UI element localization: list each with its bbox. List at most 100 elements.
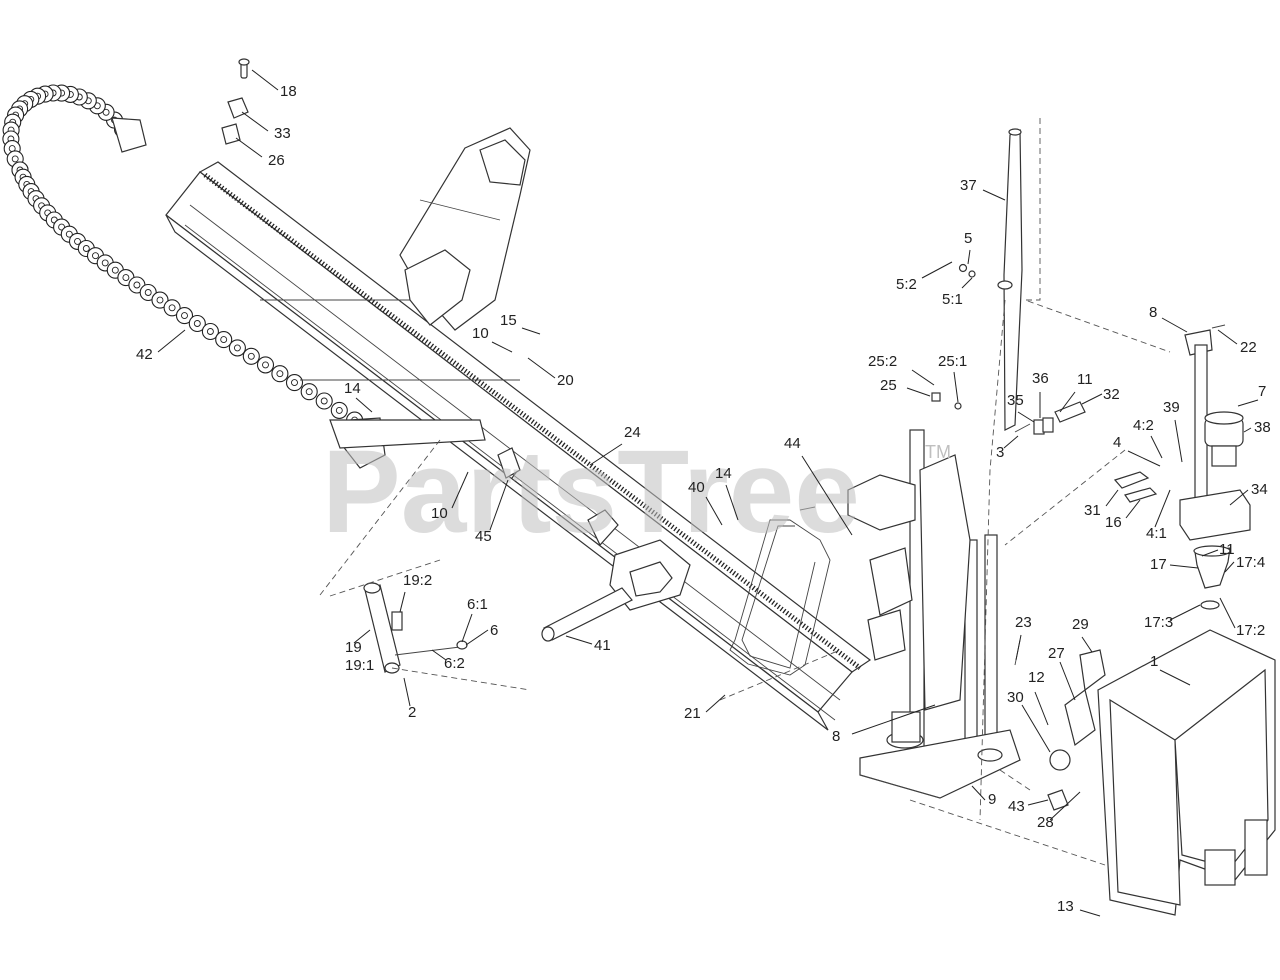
hub-17 xyxy=(1193,545,1231,610)
callout-leader-line xyxy=(1219,597,1236,629)
callout-leader-line xyxy=(1174,419,1183,463)
callout-leader-line xyxy=(431,649,447,661)
callout-label: 19 xyxy=(345,639,362,656)
callout-label: 28 xyxy=(1037,814,1054,831)
callout-label: 6 xyxy=(490,622,498,639)
callout-label: 10 xyxy=(431,505,448,522)
hardware-25 xyxy=(931,392,962,410)
callout-label: 17:4 xyxy=(1236,554,1265,571)
pin-41 xyxy=(541,587,633,642)
callout-leader-line xyxy=(967,249,971,265)
callout-label: 19:2 xyxy=(403,572,432,589)
callout-label: 37 xyxy=(960,177,977,194)
callout-leader-line xyxy=(1159,669,1191,686)
callout-label: 11 xyxy=(1077,371,1093,388)
callout-leader-line xyxy=(403,677,411,707)
callout-label: 43 xyxy=(1008,798,1025,815)
callout-leader-line xyxy=(982,189,1006,201)
callout-leader-line xyxy=(491,341,513,353)
callout-label: 34 xyxy=(1251,481,1268,498)
callout-label: 12 xyxy=(1028,669,1045,686)
callout-label: 1 xyxy=(1150,653,1158,670)
cylinder-19 xyxy=(363,582,468,674)
callout-label: 8 xyxy=(1149,304,1157,321)
callout-label: 22 xyxy=(1240,339,1257,356)
valve-group xyxy=(1014,639,1106,811)
callout-leader-line xyxy=(451,471,469,509)
callout-label: 4:1 xyxy=(1146,525,1167,542)
bracket-45 xyxy=(497,447,521,479)
callout-label: 39 xyxy=(1163,399,1180,416)
rail-support-block xyxy=(609,539,691,611)
cable-carrier-chain xyxy=(2,84,386,469)
callout-leader-line xyxy=(921,261,953,279)
callout-label: 5:2 xyxy=(896,276,917,293)
callout-leader-line xyxy=(1125,499,1141,519)
callout-label: 30 xyxy=(1007,689,1024,706)
callout-leader-line xyxy=(1021,704,1051,753)
callout-label: 33 xyxy=(274,125,291,142)
callout-leader-line xyxy=(157,329,186,353)
callout-label: 16 xyxy=(1105,514,1122,531)
callout-label: 25 xyxy=(880,377,897,394)
callout-leader-line xyxy=(461,613,473,643)
guard-handle xyxy=(729,506,831,676)
callout-label: 24 xyxy=(624,424,641,441)
callout-label: 31 xyxy=(1084,502,1101,519)
watermark-tm: TM xyxy=(925,442,951,462)
callout-leader-line xyxy=(906,387,931,397)
callout-label: 17:2 xyxy=(1236,622,1265,639)
callout-leader-line xyxy=(851,704,936,735)
callout-leader-line xyxy=(1127,450,1161,467)
callout-label: 5 xyxy=(964,230,972,247)
callout-leader-line xyxy=(705,496,723,526)
callout-label: 14 xyxy=(344,380,361,397)
callout-leader-line xyxy=(1059,391,1076,413)
callout-label: 21 xyxy=(684,705,701,722)
callout-leader-line xyxy=(1161,317,1188,333)
callout-leader-line xyxy=(1081,636,1093,653)
right-column xyxy=(1184,324,1226,506)
callout-leader-line xyxy=(971,785,986,801)
callout-leader-line xyxy=(1169,564,1199,569)
callout-leader-line xyxy=(725,484,739,521)
callout-leader-line xyxy=(241,111,269,132)
callout-leader-line xyxy=(961,277,973,289)
callout-leader-line xyxy=(705,694,726,713)
callout-leader-line xyxy=(1027,799,1049,806)
callout-leader-line xyxy=(521,327,541,335)
callout-label: 13 xyxy=(1057,898,1074,915)
callout-leader-line xyxy=(527,357,556,379)
watermark: PartsTree xyxy=(322,426,860,558)
callout-label: 14 xyxy=(715,465,732,482)
callout-leader-line xyxy=(251,69,279,91)
callout-leader-line xyxy=(1237,399,1259,407)
drill-mast-frame xyxy=(847,429,1021,799)
callout-label: 45 xyxy=(475,528,492,545)
hardware-5 xyxy=(958,263,976,278)
shield-hood xyxy=(1097,629,1276,916)
callout-label: 9 xyxy=(988,791,996,808)
callout-label: 25:1 xyxy=(938,353,967,370)
callout-leader-line xyxy=(1059,661,1076,701)
callout-label: 18 xyxy=(280,83,297,100)
callout-leader-line xyxy=(1169,604,1201,621)
callout-leader-line xyxy=(1229,489,1249,506)
callout-label: 32 xyxy=(1103,386,1120,403)
callout-leader-line xyxy=(1243,427,1252,433)
callout-label: 26 xyxy=(268,152,285,169)
callout-leader-line xyxy=(911,369,935,386)
callout-label: 19:1 xyxy=(345,657,374,674)
callout-leader-line xyxy=(1081,393,1103,405)
callout-leader-line xyxy=(1003,435,1019,449)
callout-leader-line xyxy=(1224,561,1235,573)
callout-label: 36 xyxy=(1032,370,1049,387)
callout-label: 41 xyxy=(594,637,611,654)
callout-label: 23 xyxy=(1015,614,1032,631)
callout-label: 6:1 xyxy=(467,596,488,613)
callout-leader-line xyxy=(489,479,509,531)
callout-label: 7 xyxy=(1258,383,1266,400)
callout-label: 20 xyxy=(557,372,574,389)
callout-label: 4 xyxy=(1113,434,1121,451)
